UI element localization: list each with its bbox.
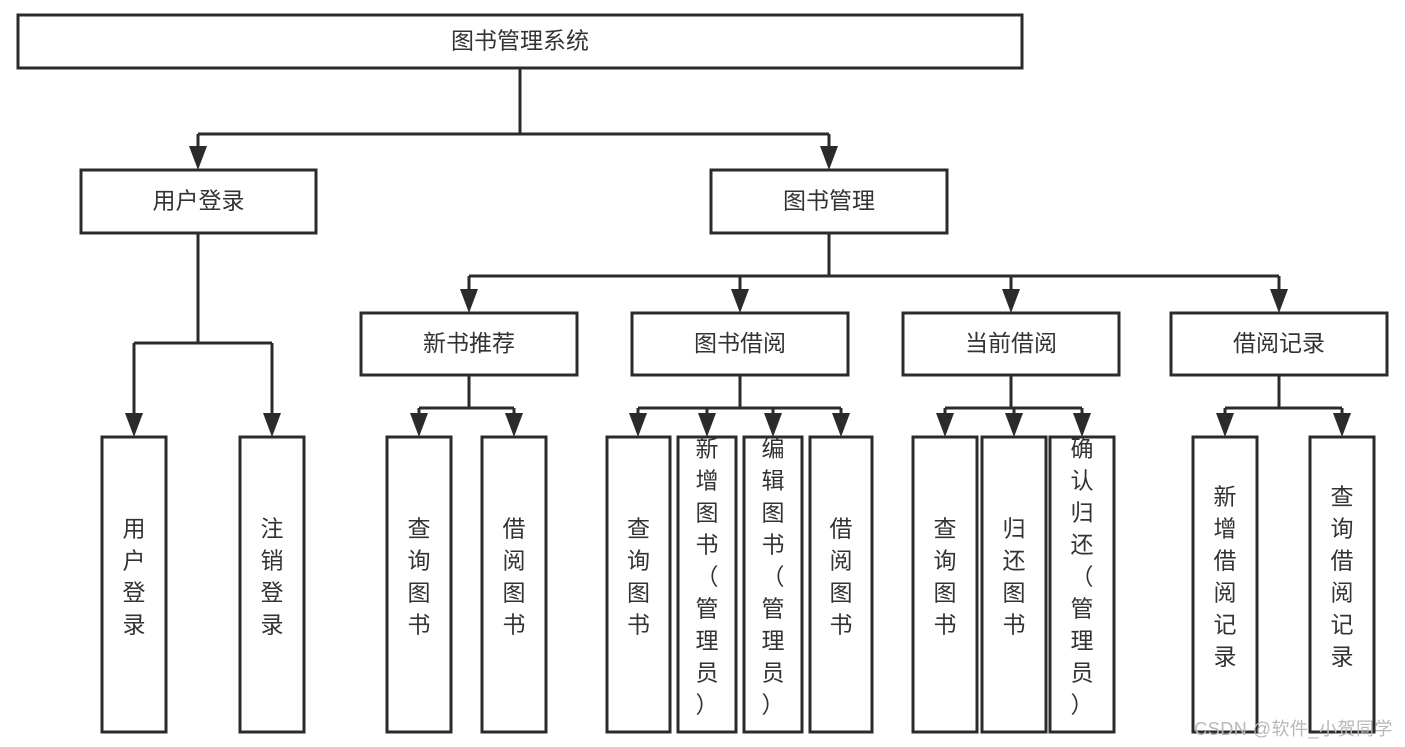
node-book-management[interactable]: 图书管理	[709, 168, 949, 235]
node-box-book-borrow[interactable]	[630, 311, 850, 377]
node-label-root: 图书管理系统	[451, 28, 589, 54]
node-label-leaf-add-book-admin: 新增图书（管理员）	[696, 436, 719, 718]
node-box-leaf-borrow-book[interactable]	[808, 435, 874, 734]
node-label-user-login: 用户登录	[153, 188, 245, 214]
node-leaf-borrow-book-recommend[interactable]: 借阅图书	[480, 435, 548, 734]
node-box-leaf-query-book-current[interactable]	[911, 435, 979, 734]
node-box-book-management[interactable]	[709, 168, 949, 235]
node-label-book-borrow: 图书借阅	[694, 330, 786, 356]
node-leaf-user-login[interactable]: 用户登录	[100, 435, 168, 734]
node-box-leaf-add-borrow-record[interactable]	[1191, 435, 1259, 734]
arrow-head-borrow-records	[1270, 289, 1288, 313]
node-leaf-edit-book-admin[interactable]: 编辑图书（管理员）	[742, 435, 804, 734]
node-leaf-query-borrow-record[interactable]: 查询借阅记录	[1308, 435, 1376, 734]
arrow-head-leaf-borrow-book-recommend	[505, 413, 523, 437]
node-leaf-query-book-recommend[interactable]: 查询图书	[385, 435, 453, 734]
node-leaf-add-borrow-record[interactable]: 新增借阅记录	[1191, 435, 1259, 734]
arrow-head-book-management	[820, 146, 838, 170]
csdn-watermark: CSDN @软件_小贺同学	[1194, 719, 1393, 739]
node-label-current-borrow: 当前借阅	[965, 330, 1057, 356]
node-box-leaf-query-book-recommend[interactable]	[385, 435, 453, 734]
connector-layer	[125, 68, 1351, 437]
arrow-head-leaf-query-book-borrow	[629, 413, 647, 437]
arrow-head-leaf-query-book-recommend	[410, 413, 428, 437]
node-leaf-confirm-return-admin[interactable]: 确认归还（管理员）	[1048, 435, 1116, 734]
node-box-user-login[interactable]	[79, 168, 318, 235]
node-user-login[interactable]: 用户登录	[79, 168, 318, 235]
node-label-leaf-query-book-recommend: 查询图书	[408, 516, 431, 638]
arrow-head-user-login	[189, 146, 207, 170]
arrow-head-leaf-user-logout	[263, 413, 281, 437]
node-box-leaf-edit-book-admin[interactable]	[742, 435, 804, 734]
node-box-root[interactable]	[16, 13, 1024, 70]
arrow-head-current-borrow	[1002, 289, 1020, 313]
node-box-leaf-confirm-return-admin[interactable]	[1048, 435, 1116, 734]
arrow-head-leaf-user-login	[125, 413, 143, 437]
node-box-leaf-user-login[interactable]	[100, 435, 168, 734]
node-label-leaf-query-book-borrow: 查询图书	[627, 516, 650, 638]
node-layer: 图书管理系统用户登录图书管理新书推荐图书借阅当前借阅借阅记录用户登录注销登录查询…	[16, 13, 1389, 734]
node-label-leaf-return-book: 归还图书	[1003, 516, 1026, 638]
node-label-leaf-user-logout: 注销登录	[261, 516, 284, 638]
node-box-leaf-query-book-borrow[interactable]	[605, 435, 672, 734]
node-current-borrow[interactable]: 当前借阅	[901, 311, 1121, 377]
node-leaf-borrow-book[interactable]: 借阅图书	[808, 435, 874, 734]
arrow-head-leaf-confirm-return-admin	[1073, 413, 1091, 437]
arrow-head-leaf-add-borrow-record	[1216, 413, 1234, 437]
node-leaf-add-book-admin[interactable]: 新增图书（管理员）	[676, 435, 738, 734]
node-box-leaf-query-borrow-record[interactable]	[1308, 435, 1376, 734]
arrow-head-leaf-edit-book-admin	[764, 413, 782, 437]
arrow-head-leaf-return-book	[1005, 413, 1023, 437]
node-borrow-records[interactable]: 借阅记录	[1169, 311, 1389, 377]
node-box-borrow-records[interactable]	[1169, 311, 1389, 377]
node-label-new-book-recommend: 新书推荐	[423, 330, 515, 356]
node-box-current-borrow[interactable]	[901, 311, 1121, 377]
node-label-leaf-confirm-return-admin: 确认归还（管理员）	[1071, 436, 1094, 718]
node-label-leaf-borrow-book: 借阅图书	[830, 516, 853, 638]
node-label-borrow-records: 借阅记录	[1233, 330, 1325, 356]
node-leaf-query-book-current[interactable]: 查询图书	[911, 435, 979, 734]
node-label-book-management: 图书管理	[783, 188, 875, 214]
arrow-head-leaf-add-book-admin	[698, 413, 716, 437]
node-label-leaf-query-borrow-record: 查询借阅记录	[1331, 484, 1354, 670]
node-leaf-query-book-borrow[interactable]: 查询图书	[605, 435, 672, 734]
node-leaf-user-logout[interactable]: 注销登录	[238, 435, 306, 734]
node-root[interactable]: 图书管理系统	[16, 13, 1024, 70]
node-label-leaf-borrow-book-recommend: 借阅图书	[503, 516, 526, 638]
arrow-head-leaf-borrow-book	[832, 413, 850, 437]
node-box-leaf-borrow-book-recommend[interactable]	[480, 435, 548, 734]
node-new-book-recommend[interactable]: 新书推荐	[359, 311, 579, 377]
node-leaf-return-book[interactable]: 归还图书	[980, 435, 1048, 734]
arrow-head-new-book-recommend	[460, 289, 478, 313]
node-box-leaf-return-book[interactable]	[980, 435, 1048, 734]
node-label-leaf-query-book-current: 查询图书	[934, 516, 957, 638]
arrow-head-leaf-query-book-current	[936, 413, 954, 437]
node-book-borrow[interactable]: 图书借阅	[630, 311, 850, 377]
arrow-head-book-borrow	[731, 289, 749, 313]
node-box-leaf-add-book-admin[interactable]	[676, 435, 738, 734]
arrow-head-leaf-query-borrow-record	[1333, 413, 1351, 437]
node-label-leaf-user-login: 用户登录	[123, 516, 146, 638]
node-box-new-book-recommend[interactable]	[359, 311, 579, 377]
node-box-leaf-user-logout[interactable]	[238, 435, 306, 734]
node-label-leaf-add-borrow-record: 新增借阅记录	[1214, 484, 1237, 670]
node-label-leaf-edit-book-admin: 编辑图书（管理员）	[762, 436, 785, 718]
